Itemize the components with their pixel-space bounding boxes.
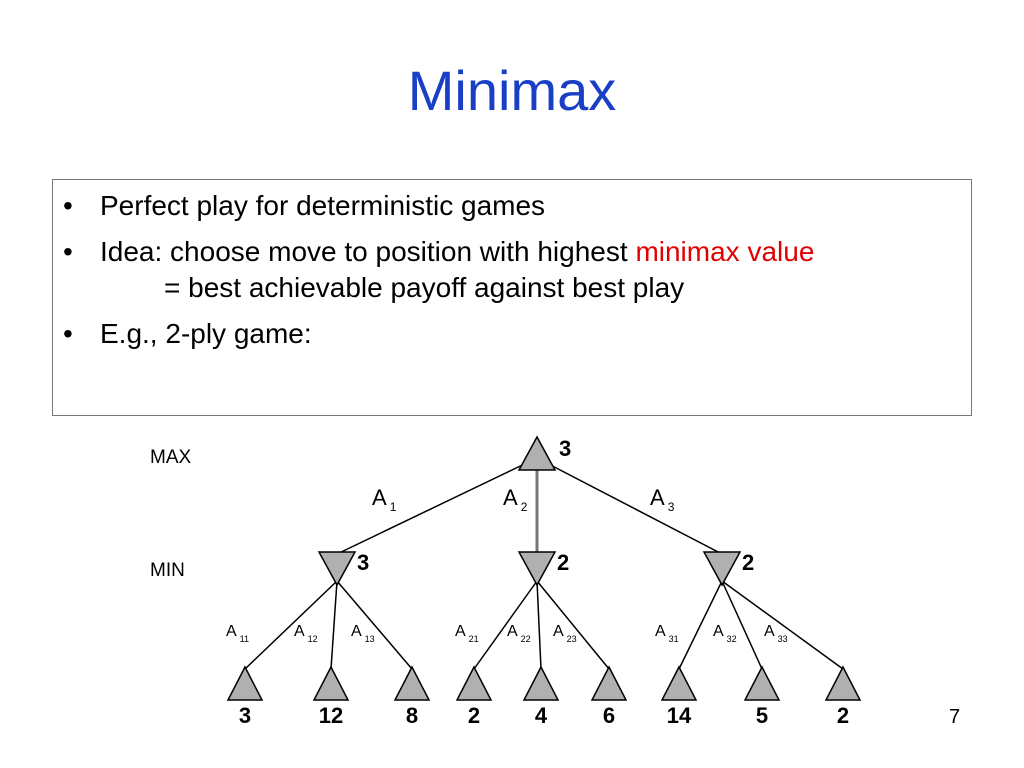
node-value: 3 <box>357 550 369 575</box>
bullet-subline: = best achievable payoff against best pl… <box>164 272 685 303</box>
leaf-value: 2 <box>468 703 480 728</box>
leaf-node <box>590 665 628 701</box>
min-node <box>702 551 742 587</box>
leaf-node <box>660 665 698 701</box>
page-number: 7 <box>949 706 961 728</box>
leaf-value: 3 <box>239 703 251 728</box>
leaf-node <box>522 665 560 701</box>
leaf-node <box>393 665 431 701</box>
bullet-item: • Idea: choose move to position with hig… <box>53 234 971 306</box>
bullet-item: • Perfect play for deterministic games <box>53 188 971 224</box>
bullet-text: E.g., 2-ply game: <box>100 318 312 349</box>
min-level-label: MIN <box>150 560 185 581</box>
tree-edge <box>473 580 538 670</box>
node-value: 3 <box>559 436 571 461</box>
slide-title: Minimax <box>407 59 617 122</box>
bullet-box: • Perfect play for deterministic games •… <box>52 179 972 416</box>
highlight-term: minimax value <box>635 236 815 267</box>
tree-edge <box>721 580 763 670</box>
leaf-value: 2 <box>837 703 849 728</box>
leaf-node <box>743 665 781 701</box>
leaf-node <box>455 665 493 701</box>
leaf-node <box>824 665 862 701</box>
leaf-value: 14 <box>667 703 692 728</box>
tree-edge <box>536 580 542 670</box>
tree-edge <box>678 580 723 670</box>
leaf-value: 8 <box>406 703 418 728</box>
leaf-value: 5 <box>756 703 768 728</box>
bullet-marker: • <box>63 190 73 221</box>
node-value: 2 <box>742 550 754 575</box>
min-node <box>517 551 557 587</box>
tree-edge <box>336 457 538 555</box>
bullet-marker: • <box>63 318 73 349</box>
node-value: 2 <box>557 550 569 575</box>
bullet-marker: • <box>63 236 73 267</box>
bullet-item: • E.g., 2-ply game: <box>53 316 971 352</box>
bullet-text: Perfect play for deterministic games <box>100 190 546 221</box>
tree-edge <box>244 580 338 670</box>
tree-edge <box>336 580 413 670</box>
leaf-node <box>312 665 350 701</box>
tree-edge <box>330 580 338 670</box>
bullet-list: • Perfect play for deterministic games •… <box>53 188 971 362</box>
tree-edge <box>536 457 723 555</box>
leaf-value: 6 <box>603 703 615 728</box>
min-node <box>317 551 357 587</box>
leaf-node <box>226 665 264 701</box>
max-node <box>517 435 557 471</box>
leaf-value: 4 <box>535 703 548 728</box>
leaf-value: 12 <box>319 703 343 728</box>
bullet-text: Idea: choose move to position with highe… <box>100 236 636 267</box>
tree-edge <box>536 580 610 670</box>
tree-edge <box>721 580 844 670</box>
max-level-label: MAX <box>150 447 192 468</box>
